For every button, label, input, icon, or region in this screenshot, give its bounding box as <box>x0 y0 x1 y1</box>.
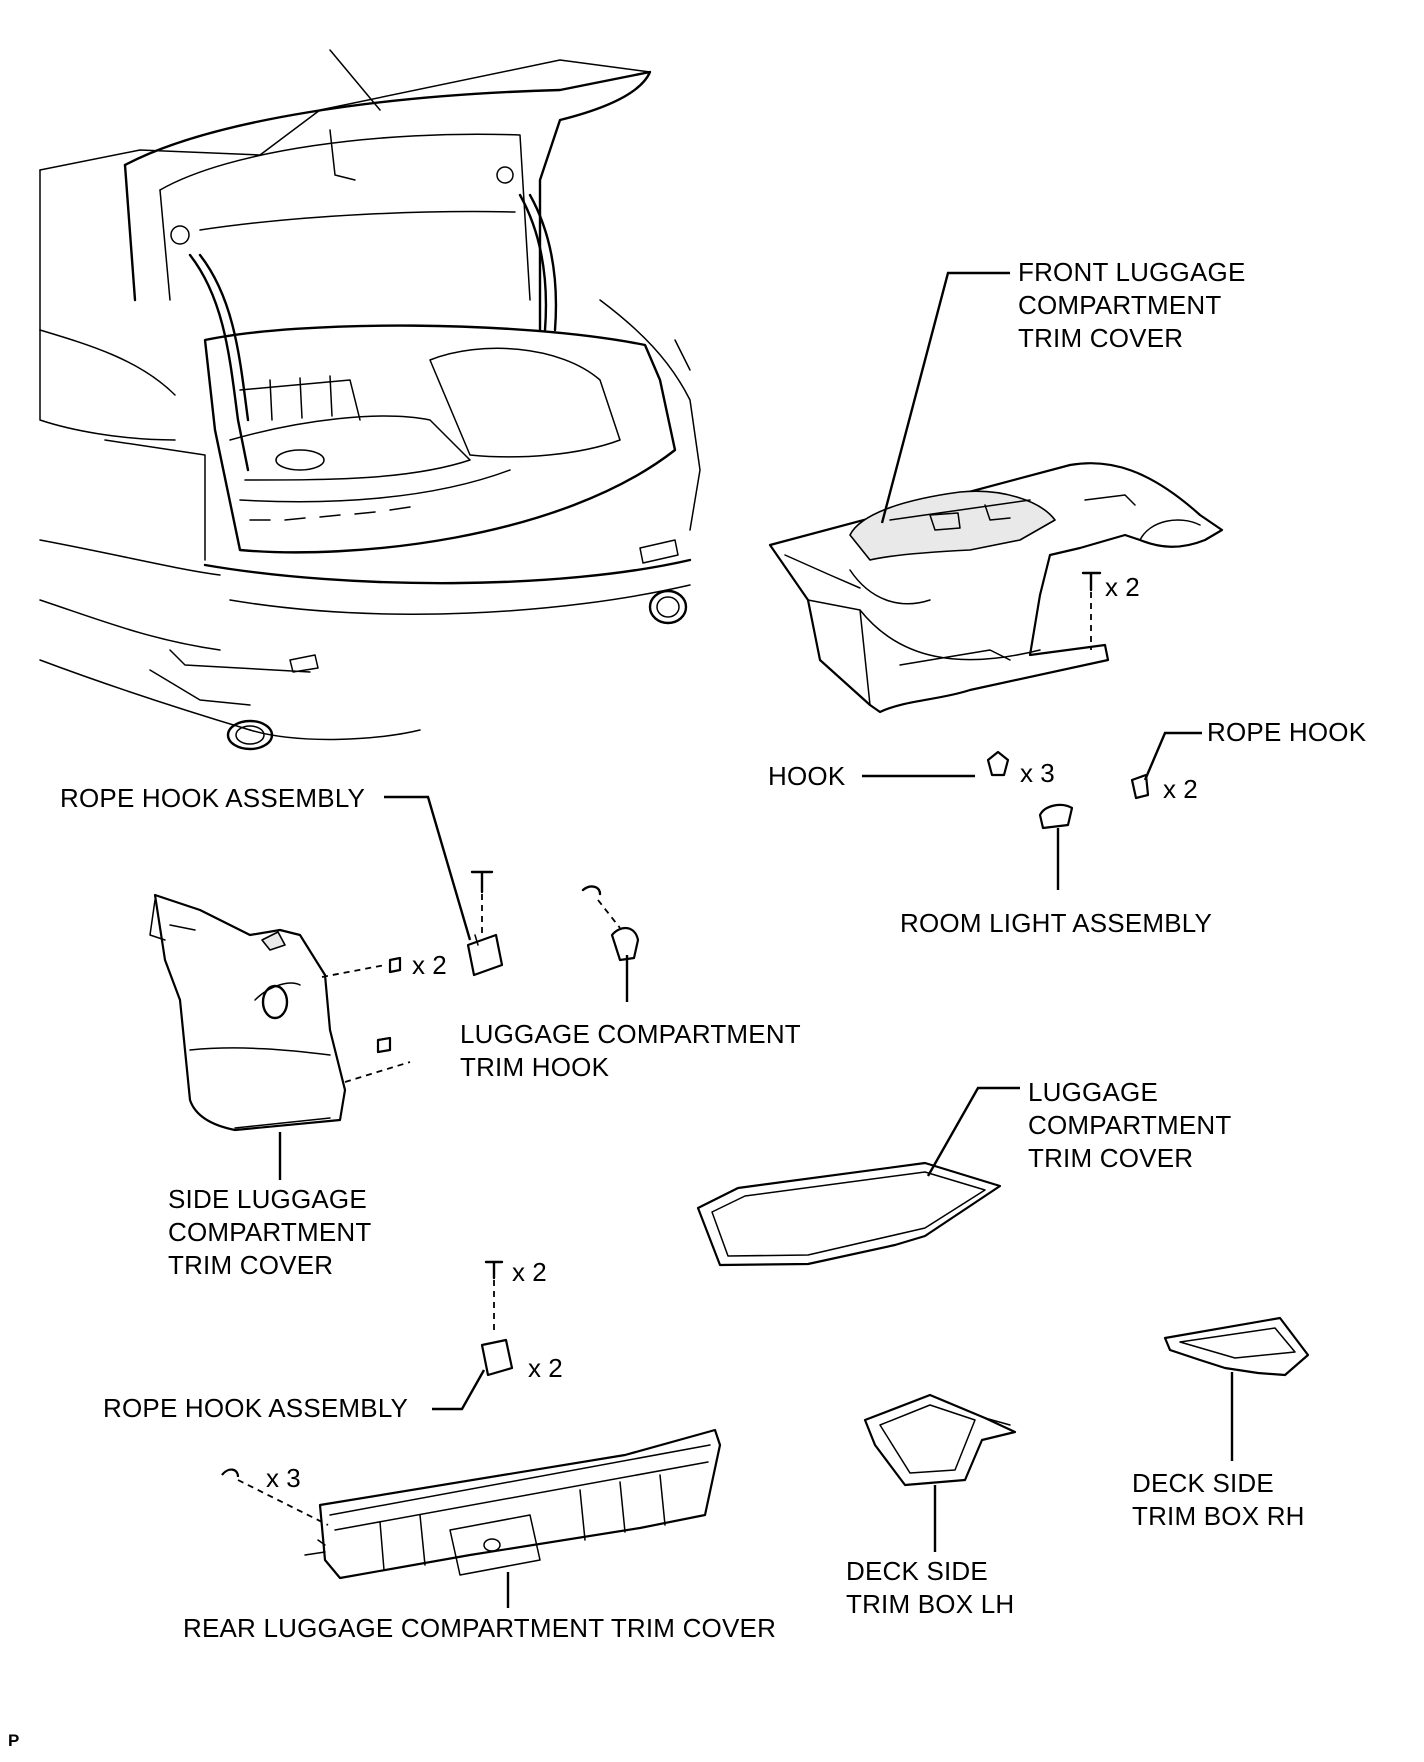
luggage-trim-cover-line-3: TRIM COVER <box>1028 1143 1194 1173</box>
front-trim-cover-line-2: COMPARTMENT <box>1018 290 1222 320</box>
rear-clips <box>221 1468 329 1526</box>
rope-hook-qty: x 2 <box>1163 774 1198 804</box>
deck-box-rh-line-1: DECK SIDE <box>1132 1468 1274 1498</box>
rope-hook-assembly-upper-part <box>466 870 504 977</box>
luggage-trim-hook-label: LUGGAGE COMPARTMENT TRIM HOOK <box>460 1018 801 1084</box>
deck-box-rh-label: DECK SIDE TRIM BOX RH <box>1132 1467 1305 1533</box>
front-luggage-trim-cover-part <box>768 462 1224 714</box>
lower-rope-hook-qty: x 2 <box>528 1353 563 1383</box>
rope-hook-part <box>1130 773 1150 800</box>
room-light-part <box>1038 803 1074 830</box>
rear-luggage-trim-cover-part <box>304 1428 722 1580</box>
rope-hook-assembly-lower-label: ROPE HOOK ASSEMBLY <box>103 1393 409 1423</box>
room-light-label: ROOM LIGHT ASSEMBLY <box>900 908 1213 938</box>
rope-hook-assembly-upper-label: ROPE HOOK ASSEMBLY <box>60 783 366 813</box>
front-trim-cover-line-3: TRIM COVER <box>1018 323 1184 353</box>
front-clip-qty: x 2 <box>1105 572 1140 602</box>
deck-side-trim-box-lh-part <box>863 1393 1017 1487</box>
side-trim-cover-label: SIDE LUGGAGE COMPARTMENT TRIM COVER <box>168 1183 371 1282</box>
reference-mark: P <box>8 1731 20 1750</box>
side-trim-cover-line-1: SIDE LUGGAGE <box>168 1184 367 1214</box>
leader-lines <box>278 271 1234 1608</box>
front-trim-cover-label: FRONT LUGGAGE COMPARTMENT TRIM COVER <box>1018 256 1246 355</box>
luggage-trim-hook-line-1: LUGGAGE COMPARTMENT <box>460 1019 801 1049</box>
side-clips <box>321 956 411 1083</box>
luggage-trim-hook-part <box>581 885 640 962</box>
luggage-trim-cover-part <box>696 1161 1002 1267</box>
rope-hook-assembly-lower-part <box>480 1260 514 1377</box>
luggage-trim-hook-line-2: TRIM HOOK <box>460 1052 610 1082</box>
hook-qty: x 3 <box>1020 758 1055 788</box>
luggage-trim-cover-label: LUGGAGE COMPARTMENT TRIM COVER <box>1028 1076 1231 1175</box>
side-clip-qty: x 2 <box>412 950 447 980</box>
lower-bolt-qty: x 2 <box>512 1257 547 1287</box>
deck-side-trim-box-rh-part <box>1163 1316 1310 1377</box>
rope-hook-right-label: ROPE HOOK <box>1207 717 1367 747</box>
front-trim-cover-line-1: FRONT LUGGAGE <box>1018 257 1246 287</box>
deck-box-lh-line-1: DECK SIDE <box>846 1556 988 1586</box>
side-trim-cover-line-2: COMPARTMENT <box>168 1217 372 1247</box>
luggage-trim-cover-line-2: COMPARTMENT <box>1028 1110 1232 1140</box>
rear-clip-qty: x 3 <box>266 1463 301 1493</box>
hook-label: HOOK <box>768 761 846 791</box>
vehicle-rear-illustration <box>39 49 701 751</box>
deck-box-lh-line-2: TRIM BOX LH <box>846 1589 1015 1619</box>
deck-box-rh-line-2: TRIM BOX RH <box>1132 1501 1305 1531</box>
rear-trim-cover-label: REAR LUGGAGE COMPARTMENT TRIM COVER <box>183 1613 777 1643</box>
deck-box-lh-label: DECK SIDE TRIM BOX LH <box>846 1555 1014 1621</box>
side-trim-cover-line-3: TRIM COVER <box>168 1250 334 1280</box>
hook-part <box>986 750 1010 777</box>
luggage-trim-cover-line-1: LUGGAGE <box>1028 1077 1158 1107</box>
side-luggage-trim-cover-part <box>149 893 347 1132</box>
